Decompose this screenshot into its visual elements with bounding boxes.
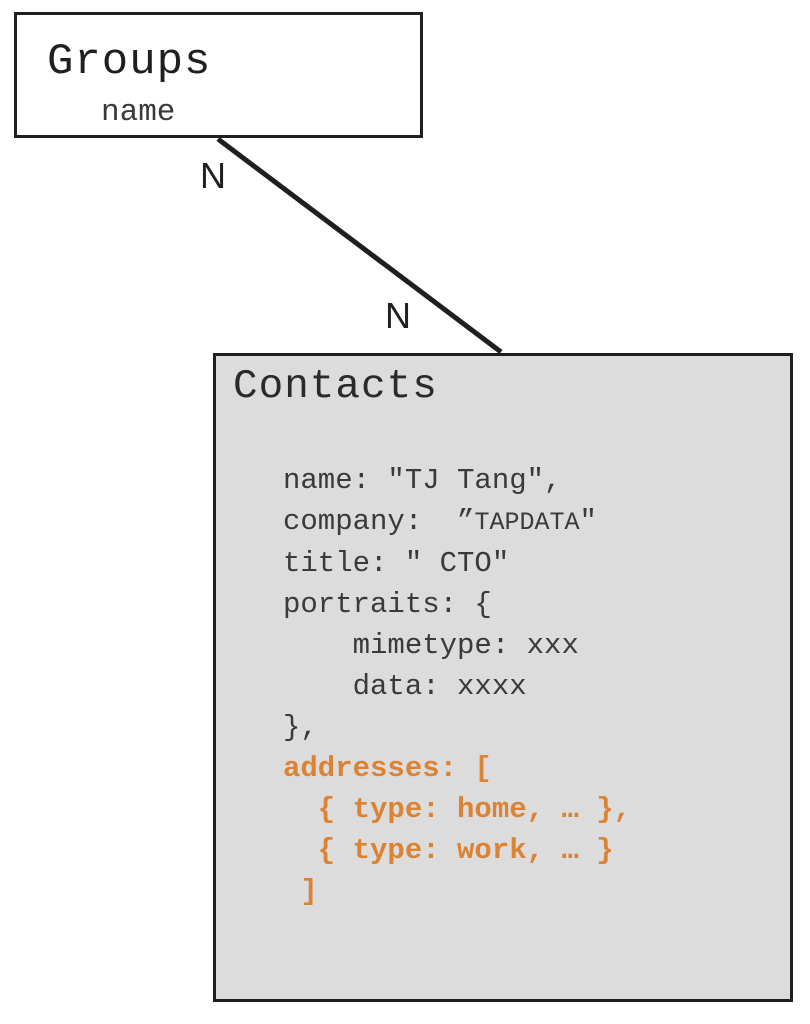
groups-entity-title: Groups — [47, 37, 212, 87]
contacts-entity-box: Contacts name: "TJ Tang", company: ”TAPDA… — [213, 353, 793, 1002]
code-line: ] — [283, 875, 318, 908]
code-line: }, — [283, 711, 318, 744]
code-line: company: ”TAPDATA" — [283, 505, 597, 538]
code-line: { type: home, … }, — [283, 793, 632, 826]
code-lines: name: "TJ Tang", company: ”TAPDATA" title:… — [283, 460, 631, 912]
cardinality-label-contacts-side: N — [385, 295, 411, 336]
contacts-entity-title: Contacts — [233, 364, 438, 410]
code-line: mimetype: xxx — [283, 629, 579, 662]
code-line: title: " CTO" — [283, 547, 510, 580]
code-line: { type: work, … } — [283, 834, 614, 867]
code-line: data: xxxx — [283, 670, 527, 703]
cardinality-label-groups-side: N — [200, 155, 226, 196]
code-line: name: "TJ Tang", — [283, 464, 562, 497]
code-line: portraits: { — [283, 588, 492, 621]
groups-entity-box: Groups name — [14, 12, 423, 138]
groups-name-field: name — [101, 95, 176, 130]
code-line: addresses: [ — [283, 752, 492, 785]
